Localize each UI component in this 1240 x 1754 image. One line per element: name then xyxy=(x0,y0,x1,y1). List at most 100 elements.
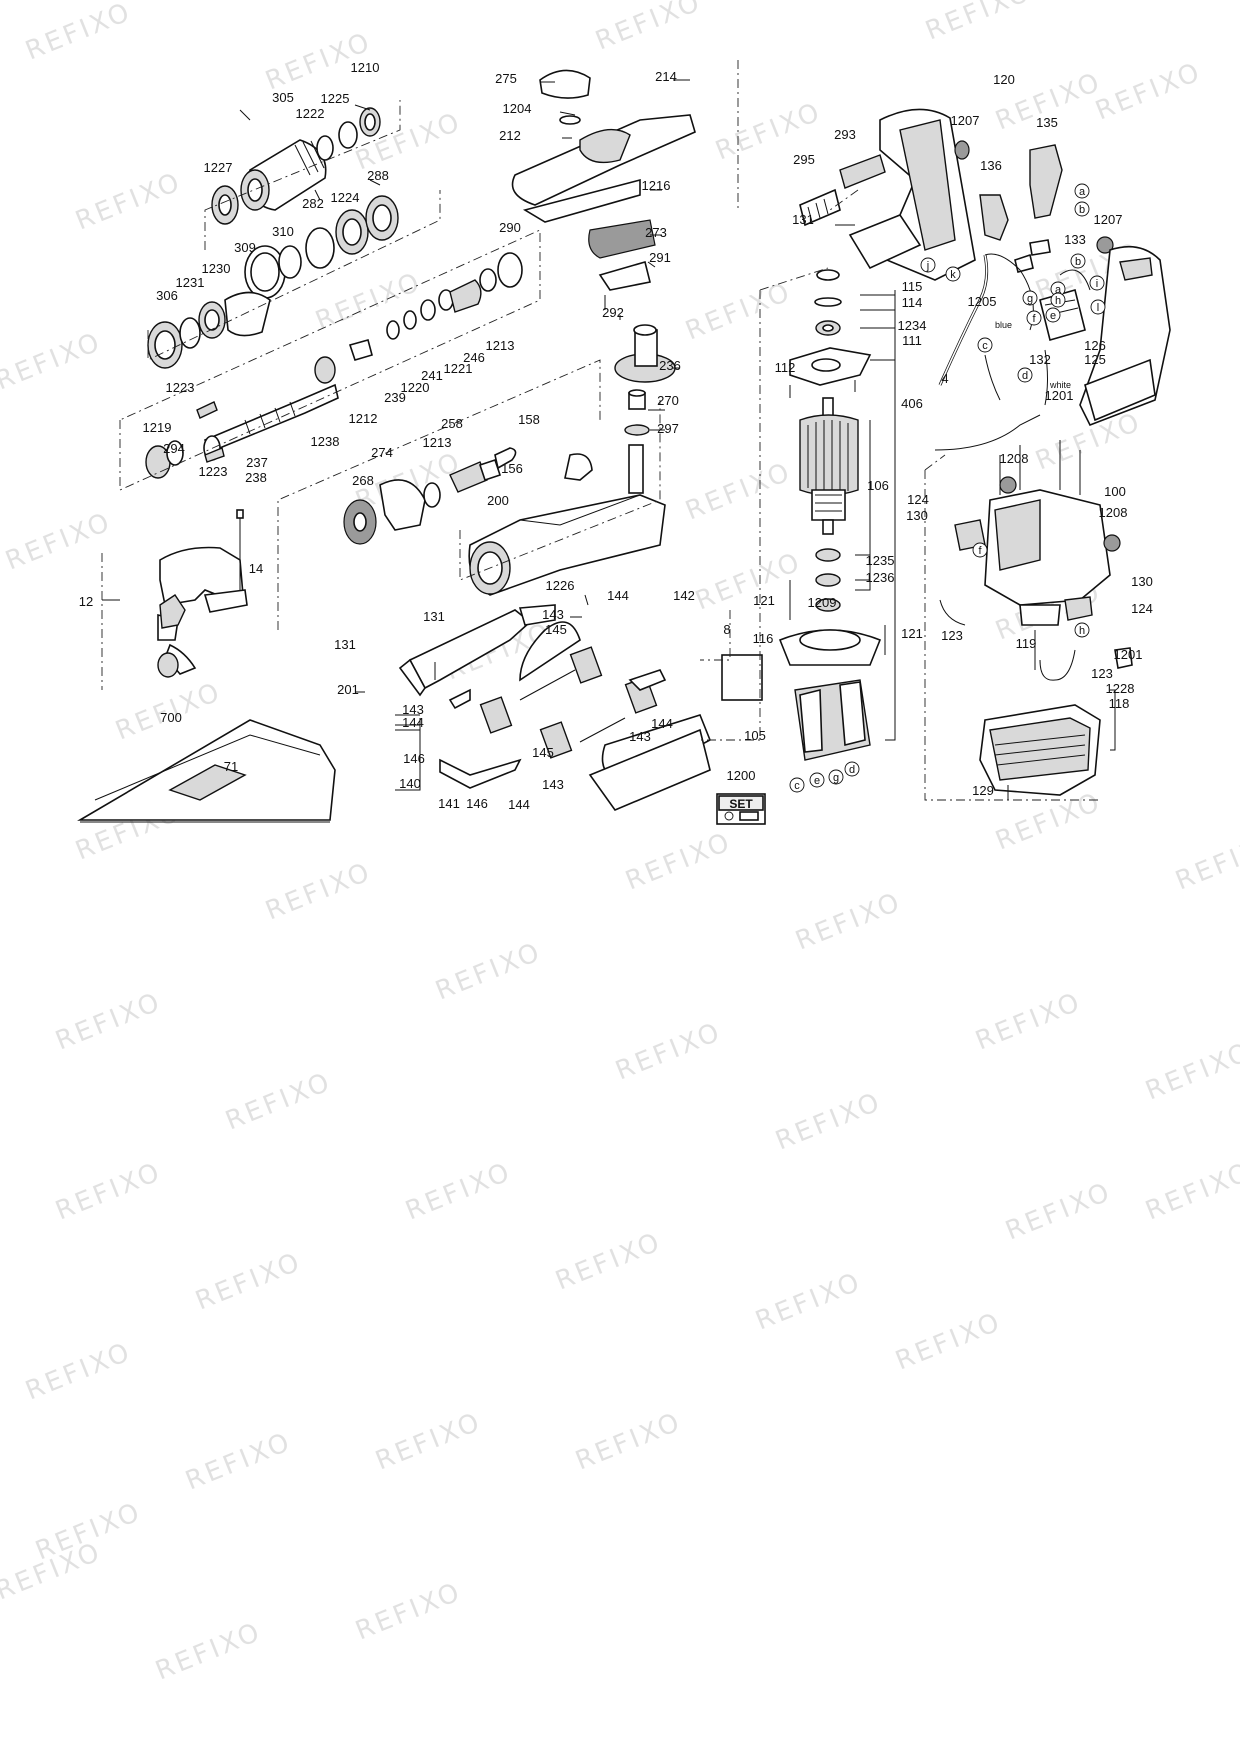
letter-text: i xyxy=(1096,278,1098,290)
watermark-text: REFIXO xyxy=(51,1157,166,1227)
letter-marker: f xyxy=(972,542,988,558)
watermark-text: REFIXO xyxy=(401,1157,516,1227)
part-label: 201 xyxy=(337,682,359,697)
part-label: 1222 xyxy=(296,106,325,121)
letter-text: g xyxy=(1027,293,1033,305)
part-label: 1216 xyxy=(642,178,671,193)
part-label: 239 xyxy=(384,390,406,405)
watermark-text: REFIXO xyxy=(1141,1037,1240,1107)
part-label: 140 xyxy=(399,776,421,791)
part-label: 1226 xyxy=(546,578,575,593)
part-label: 143 xyxy=(542,607,564,622)
part-label: 143 xyxy=(542,777,564,792)
part-label: 294 xyxy=(163,441,185,456)
part-label: 4 xyxy=(941,371,948,386)
letter-text: h xyxy=(1079,625,1085,637)
watermark-text: REFIXO xyxy=(921,0,1036,46)
part-label: 406 xyxy=(901,396,923,411)
part-label: 1213 xyxy=(423,435,452,450)
part-label: 112 xyxy=(775,360,796,375)
letter-marker: b xyxy=(1070,253,1086,269)
part-label: 1207 xyxy=(951,113,980,128)
part-label: 241 xyxy=(421,368,443,383)
part-label: 1228 xyxy=(1106,681,1135,696)
part-label: 116 xyxy=(753,631,774,646)
part-label: 121 xyxy=(901,626,923,641)
letter-circle xyxy=(828,769,844,785)
watermark-text: REFIXO xyxy=(1141,1157,1240,1227)
watermark-text: REFIXO xyxy=(681,457,796,527)
part-label: 310 xyxy=(272,224,294,239)
part-label: 141 xyxy=(438,796,460,811)
letter-circle xyxy=(1089,275,1105,291)
part-label: 1208 xyxy=(1099,505,1128,520)
letter-circle xyxy=(789,777,805,793)
part-label: 297 xyxy=(657,421,679,436)
wire-color-white: white xyxy=(1049,380,1071,390)
watermark-text: REFIXO xyxy=(751,1267,866,1337)
part-label: 1212 xyxy=(349,411,378,426)
watermark-text: REFIXO xyxy=(191,1247,306,1317)
part-label: 144 xyxy=(508,797,530,812)
part-label: 135 xyxy=(1036,115,1058,130)
part-label: 106 xyxy=(867,478,889,493)
letter-text: d xyxy=(1022,370,1028,382)
part-label: 1219 xyxy=(143,420,172,435)
part-label: 126 xyxy=(1084,338,1106,353)
letter-circle xyxy=(1074,201,1090,217)
part-label: 306 xyxy=(156,288,178,303)
part-label: 142 xyxy=(673,588,695,603)
letter-text: f xyxy=(1032,313,1036,325)
watermark-text: REFIXO xyxy=(181,1427,296,1497)
part-label: 144 xyxy=(651,716,673,731)
part-label: 246 xyxy=(463,350,485,365)
watermark-text: REFIXO xyxy=(221,1067,336,1137)
watermark-text: REFIXO xyxy=(551,1227,666,1297)
part-label: 275 xyxy=(495,71,517,86)
letter-marker: l xyxy=(1090,299,1106,315)
watermark-text: REFIXO xyxy=(71,167,186,237)
rear-handle-assembly xyxy=(799,108,1171,427)
wire-color-blue: blue xyxy=(995,320,1012,330)
chuck-assembly xyxy=(119,100,541,491)
letter-text: d xyxy=(849,764,855,776)
letter-text: a xyxy=(1079,186,1086,198)
part-label: 274 xyxy=(371,445,393,460)
part-label: 305 xyxy=(272,90,294,105)
part-label: 293 xyxy=(834,127,856,142)
part-label: 156 xyxy=(501,461,523,476)
part-label: 111 xyxy=(902,333,922,348)
part-label: 143 xyxy=(629,729,651,744)
leader-lines xyxy=(239,79,690,791)
part-label: 118 xyxy=(1109,696,1130,711)
watermark-text: REFIXO xyxy=(1091,57,1206,127)
letter-circle xyxy=(1026,310,1042,326)
part-label: 1207 xyxy=(1094,212,1123,227)
part-label: 131 xyxy=(792,212,814,227)
watermark-text: REFIXO xyxy=(681,277,796,347)
letter-text: j xyxy=(926,260,929,272)
part-label: 1208 xyxy=(1000,451,1029,466)
part-label: 1236 xyxy=(866,570,895,585)
letter-text: k xyxy=(950,269,956,281)
letter-text: e xyxy=(1050,310,1056,322)
carry-case xyxy=(77,719,336,823)
part-label: 1221 xyxy=(444,361,473,376)
letter-text: c xyxy=(982,340,988,352)
letter-text: e xyxy=(814,775,820,787)
letter-circle xyxy=(945,266,961,282)
letter-circle xyxy=(1070,253,1086,269)
letter-marker: a xyxy=(1074,183,1090,199)
part-label: 1227 xyxy=(204,160,233,175)
letter-marker: c xyxy=(977,337,993,353)
watermark-text: REFIXO xyxy=(21,0,136,66)
part-label: 146 xyxy=(403,751,425,766)
part-label: 200 xyxy=(487,493,509,508)
part-label: 258 xyxy=(441,416,463,431)
watermark-text: REFIXO xyxy=(691,547,806,617)
motor-assembly xyxy=(700,267,896,761)
part-label: 143 xyxy=(402,702,424,717)
watermark-text: REFIXO xyxy=(1171,827,1240,897)
watermark-text: REFIXO xyxy=(371,1407,486,1477)
